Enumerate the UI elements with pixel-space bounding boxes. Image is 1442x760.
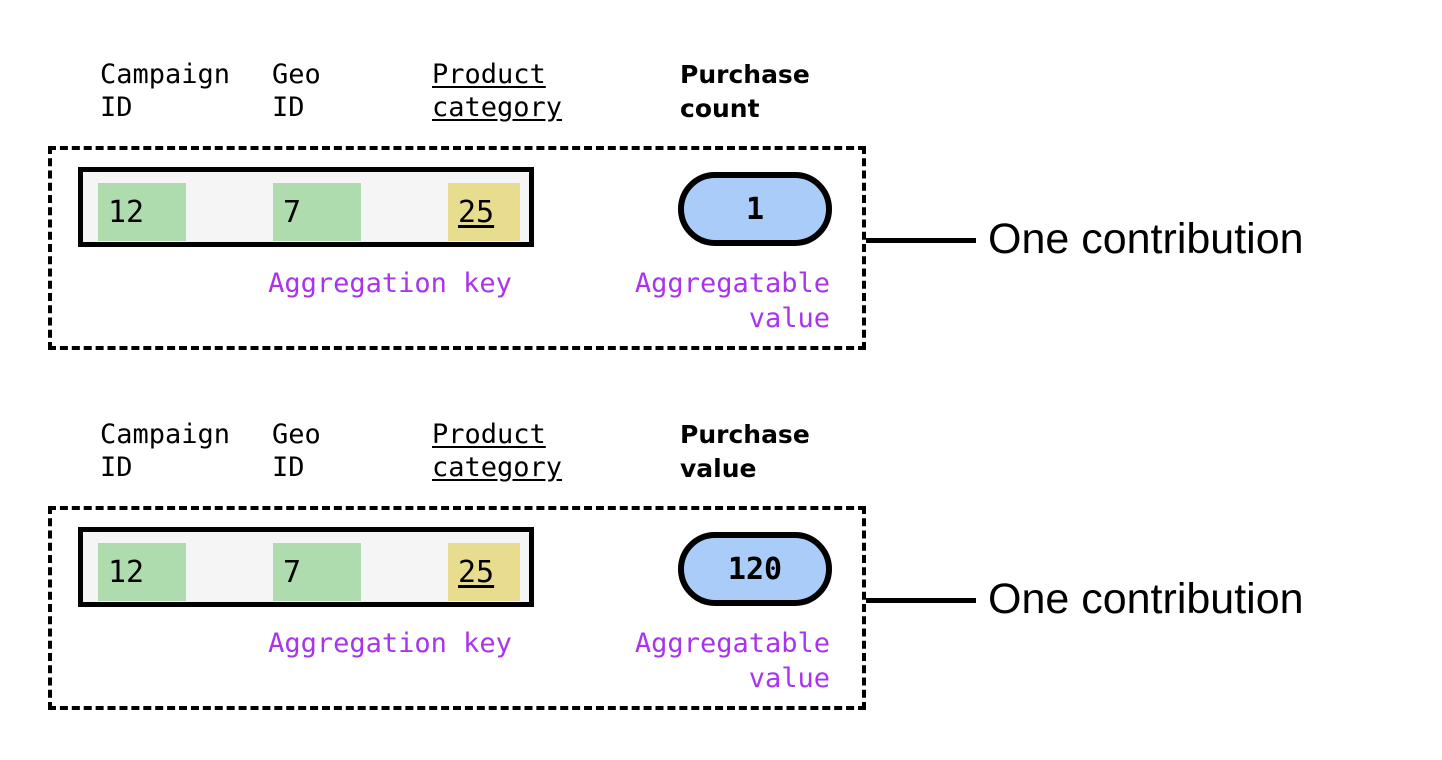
aggregation-key-row: 12 7 25: [78, 527, 534, 607]
header-purchase-value: Purchase value: [680, 420, 810, 483]
cell-product-category: 25: [448, 543, 520, 601]
header-purchase-count: Purchase count: [680, 60, 810, 123]
callout-connector-line: [866, 598, 976, 603]
aggregatable-value-pill: 1: [678, 172, 832, 246]
callout-label-one-contribution: One contribution: [988, 215, 1304, 263]
cell-geo-id: 7: [273, 183, 361, 241]
contribution-boundary: [48, 506, 866, 710]
column-headers: Campaign ID Geo ID Product category Purc…: [0, 418, 900, 498]
header-geo-id: Geo ID: [272, 59, 321, 123]
cell-product-category: 25: [448, 183, 520, 241]
column-headers: Campaign ID Geo ID Product category Purc…: [0, 58, 900, 138]
annotation-aggregatable-value: Aggregatable value: [634, 628, 830, 694]
aggregation-key-row: 12 7 25: [78, 167, 534, 247]
annotation-aggregation-key: Aggregation key: [268, 268, 512, 299]
header-campaign-id: Campaign ID: [100, 59, 231, 123]
cell-campaign-id: 12: [98, 183, 186, 241]
callout-connector-line: [866, 238, 976, 243]
cell-campaign-id: 12: [98, 543, 186, 601]
header-product-category: Product category: [432, 419, 563, 483]
callout-label-one-contribution: One contribution: [988, 575, 1304, 623]
header-product-category: Product category: [432, 59, 563, 123]
header-geo-id: Geo ID: [272, 419, 321, 483]
annotation-aggregation-key: Aggregation key: [268, 628, 512, 659]
annotation-aggregatable-value: Aggregatable value: [634, 268, 830, 334]
aggregatable-value-pill: 120: [678, 532, 832, 606]
header-campaign-id: Campaign ID: [100, 419, 231, 483]
contribution-boundary: [48, 146, 866, 350]
cell-geo-id: 7: [273, 543, 361, 601]
